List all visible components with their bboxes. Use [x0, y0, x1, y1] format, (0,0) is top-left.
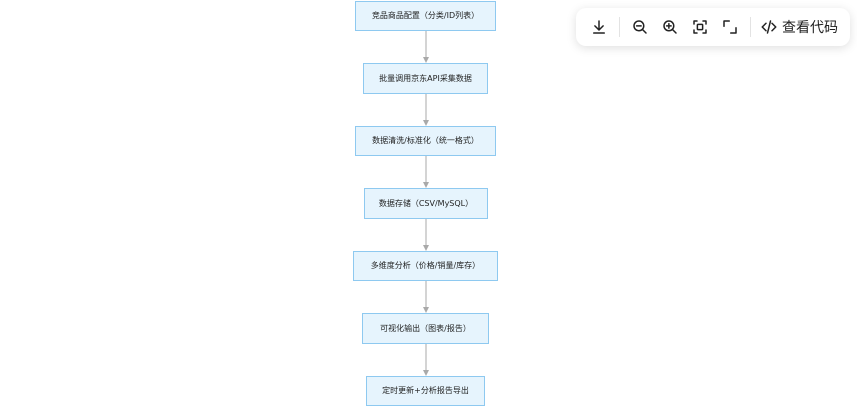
flow-edge-arrowhead: [423, 57, 429, 63]
flow-node-label: 可视化输出（图表/报告）: [380, 323, 471, 333]
toolbar-divider: [619, 17, 620, 37]
fit-screen-button[interactable]: [685, 12, 715, 42]
flow-edge-arrowhead: [423, 307, 429, 313]
zoom-out-icon: [633, 20, 647, 34]
diagram-toolbar: 查看代码: [576, 8, 850, 46]
flow-edge-arrowhead: [423, 120, 429, 126]
code-icon: [761, 20, 777, 34]
flow-node-config[interactable]: 竞品商品配置（分类/ID列表）: [355, 1, 496, 31]
flow-node-label: 竞品商品配置（分类/ID列表）: [371, 11, 480, 20]
fullscreen-button[interactable]: [715, 12, 745, 42]
download-button[interactable]: [584, 12, 614, 42]
flow-node-export[interactable]: 定时更新+分析报告导出: [366, 376, 485, 406]
fit-screen-icon: [693, 20, 707, 34]
download-icon: [593, 20, 605, 34]
view-code-button[interactable]: 查看代码: [756, 12, 842, 42]
fullscreen-icon: [723, 20, 737, 34]
zoom-in-icon: [663, 20, 677, 34]
toolbar-divider: [750, 17, 751, 37]
flow-edge-arrowhead: [423, 370, 429, 376]
flow-node-label: 数据存储（CSV/MySQL）: [378, 198, 474, 208]
zoom-in-button[interactable]: [655, 12, 685, 42]
flow-edge-arrowhead: [423, 245, 429, 251]
flow-node-collect[interactable]: 批量调用京东API采集数据: [363, 63, 488, 94]
flow-node-analysis[interactable]: 多维度分析（价格/销量/库存）: [353, 251, 498, 281]
view-code-label: 查看代码: [782, 20, 838, 36]
flow-node-label: 批量调用京东API采集数据: [379, 73, 472, 83]
flow-node-clean[interactable]: 数据清洗/标准化（统一格式）: [355, 126, 496, 156]
flow-edge-arrowhead: [423, 182, 429, 188]
flow-node-label: 定时更新+分析报告导出: [382, 386, 469, 395]
flow-node-label: 多维度分析（价格/销量/库存）: [370, 261, 481, 270]
flow-node-label: 数据清洗/标准化（统一格式）: [372, 136, 479, 145]
zoom-out-button[interactable]: [625, 12, 655, 42]
flow-node-storage[interactable]: 数据存储（CSV/MySQL）: [364, 188, 488, 219]
flow-node-visualize[interactable]: 可视化输出（图表/报告）: [362, 313, 489, 344]
